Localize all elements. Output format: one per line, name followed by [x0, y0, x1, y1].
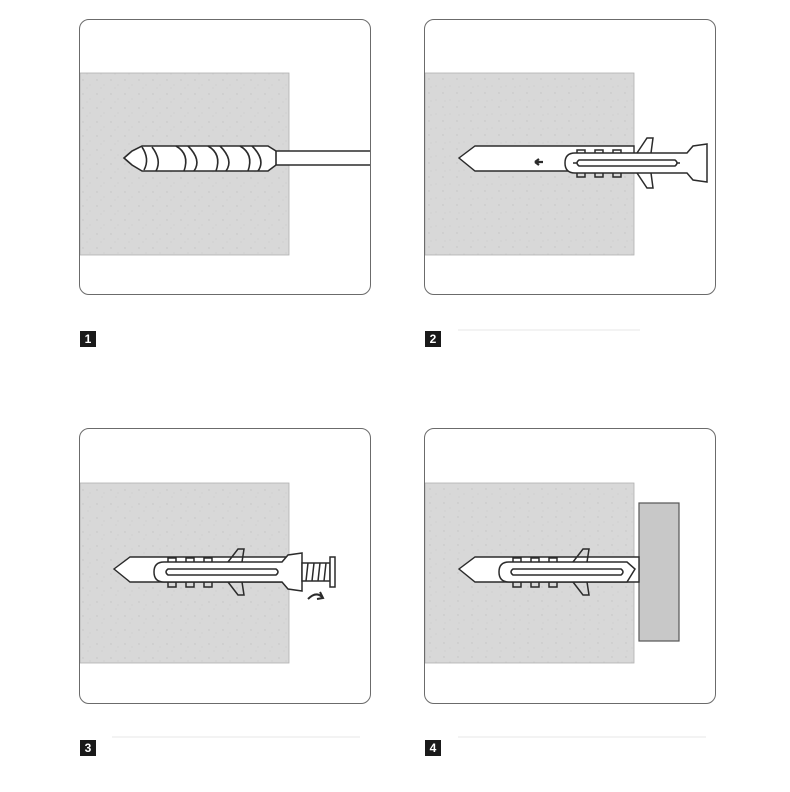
step-3-panel	[79, 428, 371, 704]
step-3-illustration	[80, 482, 336, 664]
step-3-caption-placeholder	[112, 736, 360, 738]
step-2-illustration	[425, 72, 708, 256]
step-3-badge: 3	[80, 740, 96, 756]
step-1-badge: 1	[80, 331, 96, 347]
screw	[301, 556, 336, 588]
insert-arrow-icon	[534, 158, 543, 166]
step-2-panel	[424, 19, 716, 295]
step-1-panel	[79, 19, 371, 295]
step-4-badge: 4	[425, 740, 441, 756]
step-2-caption-placeholder	[458, 329, 640, 331]
step-1-illustration	[80, 72, 370, 256]
wall-anchor	[564, 137, 708, 189]
step-4-illustration	[425, 482, 680, 664]
step-4-caption-placeholder	[458, 736, 706, 738]
fixture-plate	[638, 502, 680, 642]
drill-flutes	[141, 145, 277, 172]
drill-bit	[122, 145, 370, 172]
step-2-badge: 2	[425, 331, 441, 347]
step-4-panel	[424, 428, 716, 704]
wall-anchor	[153, 548, 303, 596]
wall-anchor	[498, 548, 636, 596]
